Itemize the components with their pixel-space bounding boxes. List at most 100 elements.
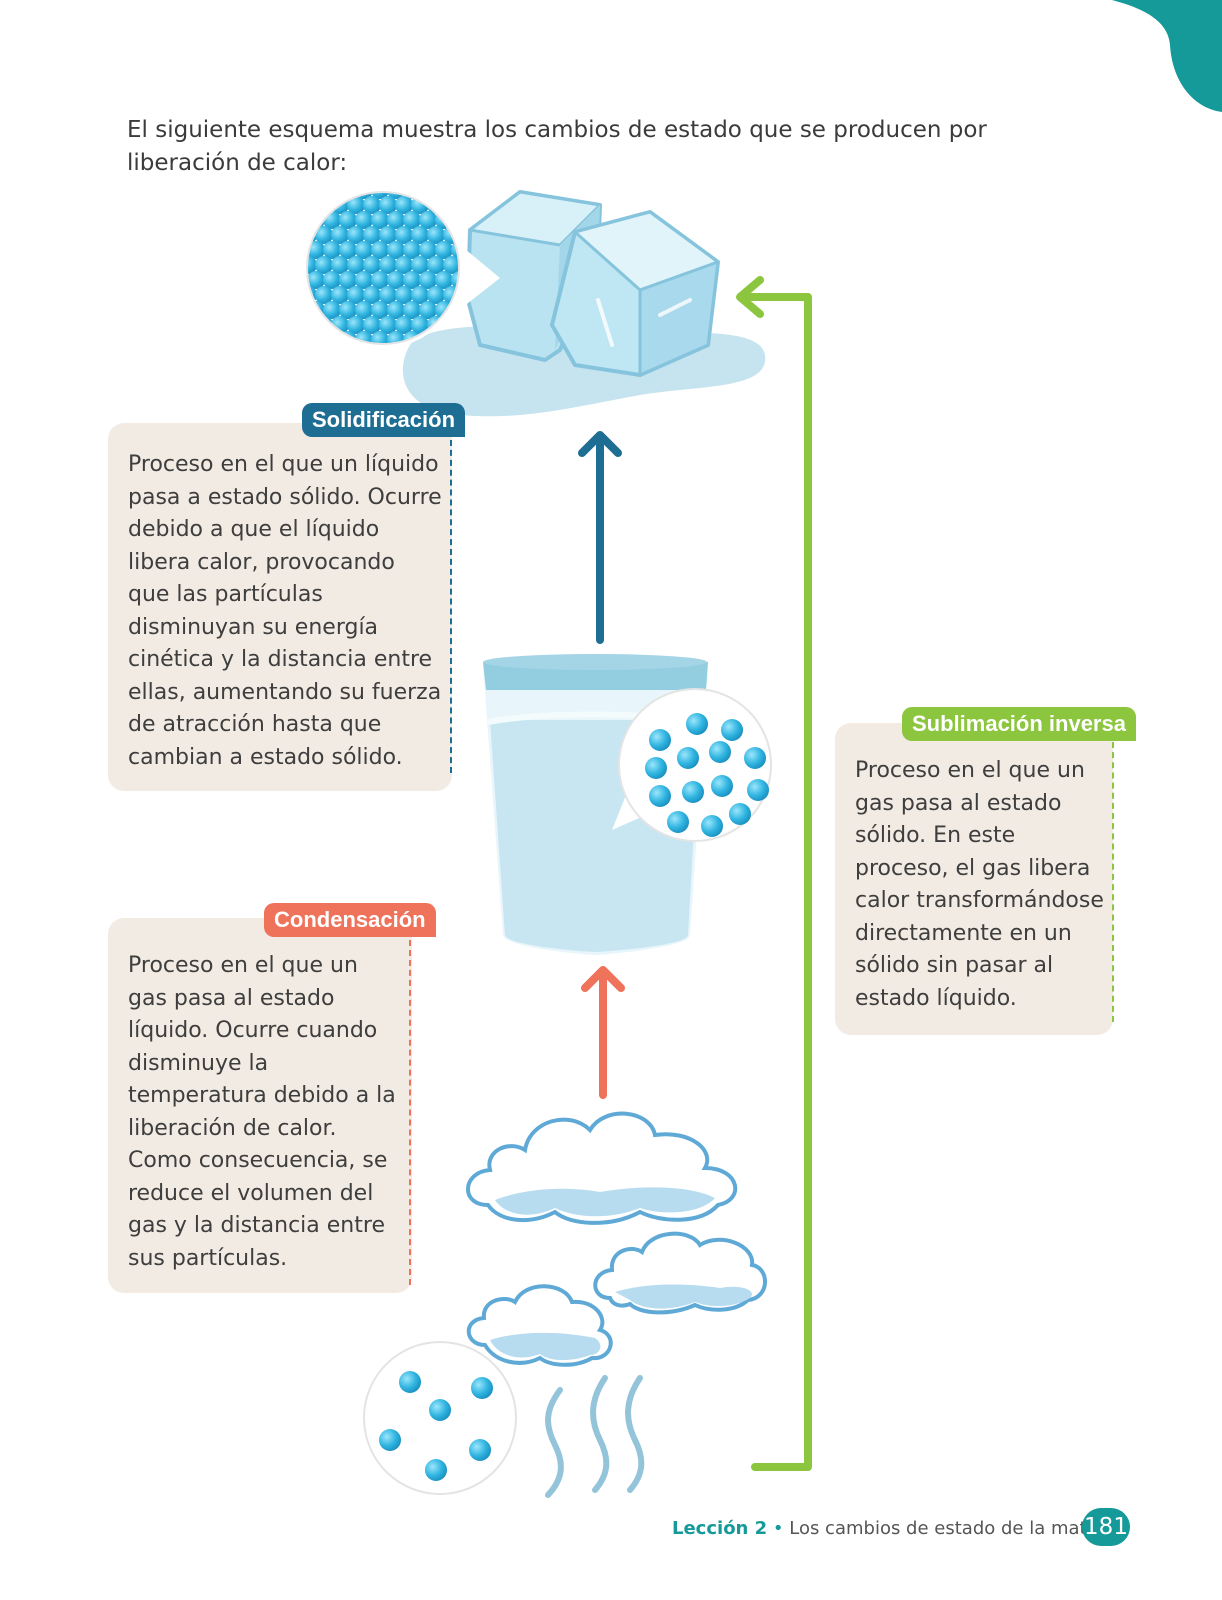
liquid-particle [701, 815, 723, 837]
solid-particle [371, 271, 389, 289]
footer-title: Los cambios de estado de la materia [789, 1518, 1122, 1539]
sublimacion-dashed-line [1112, 742, 1114, 1022]
liquid-particle [645, 757, 667, 779]
solid-particle [331, 286, 349, 304]
solid-particle [355, 241, 373, 259]
solidificacion-arrow [578, 431, 622, 644]
solid-particle [307, 196, 317, 214]
solid-particle [379, 316, 397, 334]
solid-particle [355, 211, 373, 229]
solid-particle [307, 316, 317, 334]
solid-particle [371, 301, 389, 319]
solid-particle [427, 256, 445, 274]
solid-particle [435, 241, 453, 259]
solid-particle [467, 181, 485, 199]
gas-particle [399, 1371, 421, 1393]
sublimacion-inversa-arrow [736, 276, 812, 1471]
solid-particle [395, 256, 413, 274]
solid-particle [459, 196, 477, 214]
solid-particle [355, 301, 373, 319]
solidificacion-box: Proceso en el que un líquido pasa a esta… [108, 423, 452, 791]
solidificacion-dashed-line [450, 440, 452, 773]
solid-particle [427, 226, 445, 244]
solid-particle [371, 211, 389, 229]
solid-particle [395, 286, 413, 304]
solid-particle [379, 226, 397, 244]
solid-particle [387, 211, 405, 229]
solid-particle [411, 256, 429, 274]
liquid-particles-icon [612, 688, 772, 842]
solid-particle [307, 331, 309, 344]
cloud-small-icon [466, 1284, 613, 1367]
solid-particle [323, 271, 341, 289]
solid-particle [339, 241, 357, 259]
solid-particle [395, 196, 413, 214]
solid-particle [387, 331, 405, 344]
gas-particle [425, 1459, 447, 1481]
liquid-particle [677, 747, 699, 769]
footer-separator: • [767, 1518, 790, 1539]
gas-particle [429, 1399, 451, 1421]
gas-particle [379, 1429, 401, 1451]
solid-particle [451, 192, 459, 199]
sublimacion-box: Proceso en el que un gas pasa al estado … [835, 723, 1113, 1035]
liquid-particle [711, 775, 733, 797]
solid-particle [323, 301, 341, 319]
solid-particle [411, 286, 429, 304]
solidificacion-text: Proceso en el que un líquido pasa a esta… [128, 452, 442, 770]
solid-particle [443, 196, 459, 214]
condensacion-box: Proceso en el que un gas pasa al estado … [108, 918, 412, 1293]
ice-cubes-icon [466, 190, 720, 377]
solid-particle [315, 256, 333, 274]
solid-particle [451, 211, 459, 229]
solid-particle [419, 211, 437, 229]
gas-particle [469, 1439, 491, 1461]
solid-particle [451, 271, 459, 289]
solid-particle [443, 256, 459, 274]
solid-particle [323, 241, 341, 259]
liquid-particle [649, 729, 671, 751]
solid-particle [419, 271, 437, 289]
gas-particles-icon [363, 1341, 545, 1495]
gas-particle [471, 1377, 493, 1399]
solid-particle [403, 211, 421, 229]
solid-particle [307, 241, 325, 259]
solid-particle [339, 211, 357, 229]
solid-particle [347, 226, 365, 244]
cloud-large-icon [466, 1111, 738, 1225]
solid-particle [403, 271, 421, 289]
condensacion-dashed-line [409, 940, 411, 1285]
solid-particle [355, 271, 373, 289]
intro-text: El siguiente esquema muestra los cambios… [127, 117, 987, 176]
solidificacion-tag: Solidificación [302, 403, 466, 437]
solid-particle [371, 241, 389, 259]
liquid-particle [686, 713, 708, 735]
solid-particle [411, 226, 429, 244]
solid-particle [387, 301, 405, 319]
solid-particle [363, 256, 381, 274]
solid-particle [307, 271, 325, 289]
liquid-particle [721, 719, 743, 741]
corner-decoration [1112, 0, 1222, 112]
solid-particle [435, 192, 453, 199]
footer-lesson: Lección 2 [672, 1518, 768, 1539]
liquid-particle [667, 811, 689, 833]
solid-particle [347, 196, 365, 214]
condensacion-text: Proceso en el que un gas pasa al estado … [128, 953, 396, 1271]
liquid-particle [744, 747, 766, 769]
solid-particle [363, 196, 381, 214]
solid-particle [411, 316, 429, 334]
solid-particle [307, 192, 309, 199]
solid-particle [307, 301, 309, 319]
solid-particle [387, 271, 405, 289]
liquid-particle [747, 779, 769, 801]
cloud-right-icon [593, 1231, 767, 1315]
sublimacion-text: Proceso en el que un gas pasa al estado … [855, 758, 1104, 1011]
solid-particle [395, 226, 413, 244]
solid-particle [371, 192, 389, 199]
solid-particle [331, 226, 349, 244]
solid-particle [379, 196, 397, 214]
solid-particle [419, 241, 437, 259]
solid-particle [331, 256, 349, 274]
